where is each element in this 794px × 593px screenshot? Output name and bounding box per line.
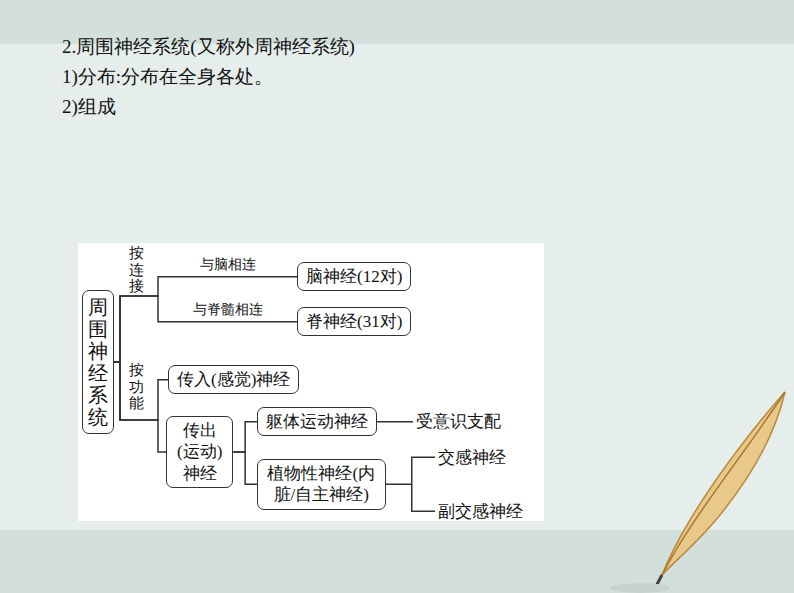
group-label: 按功能 — [129, 362, 144, 412]
leader-line — [412, 457, 435, 511]
connector — [114, 362, 166, 452]
connector — [233, 452, 257, 484]
leader-line — [386, 484, 412, 486]
connector — [233, 422, 257, 452]
process-box: 植物性神经(内脏/自主神经) — [257, 459, 386, 510]
node-text: 躯体运动神经 — [266, 411, 368, 432]
group-label: 按连接 — [129, 245, 144, 295]
node-text: 脑神经(12对) — [306, 266, 402, 287]
trunk-line — [119, 296, 121, 420]
process-box: 传入(感觉)神经 — [168, 365, 299, 394]
edge-label: 与脑相连 — [198, 256, 258, 274]
connector — [114, 362, 168, 420]
process-box: 躯体运动神经 — [257, 407, 377, 436]
node-text: 植物性神经(内脏/自主神经) — [266, 463, 377, 506]
body-text: 1)分布:分布在全身各处。 — [62, 64, 273, 90]
node-text: 传入(感觉)神经 — [177, 369, 290, 390]
process-box: 脑神经(12对) — [297, 262, 411, 291]
leaf-text: 副交感神经 — [438, 500, 523, 523]
process-box: 脊神经(31对) — [297, 307, 411, 336]
edge-label: 与脊髓相连 — [191, 301, 265, 319]
leaf-text: 交感神经 — [438, 446, 506, 469]
node-text: 周围神经系统 — [88, 296, 108, 428]
body-text: 2)组成 — [62, 94, 116, 120]
node-text: 脊神经(31对) — [306, 311, 402, 332]
root-box: 周围神经系统 — [82, 290, 114, 434]
note-text: 受意识支配 — [416, 410, 501, 433]
leader-line — [377, 421, 413, 423]
heading: 2.周围神经系统(又称外周神经系统) — [62, 34, 355, 60]
connector — [114, 296, 297, 362]
process-box: 传出(运动)神经 — [166, 416, 233, 488]
node-text: 传出(运动)神经 — [175, 420, 224, 484]
